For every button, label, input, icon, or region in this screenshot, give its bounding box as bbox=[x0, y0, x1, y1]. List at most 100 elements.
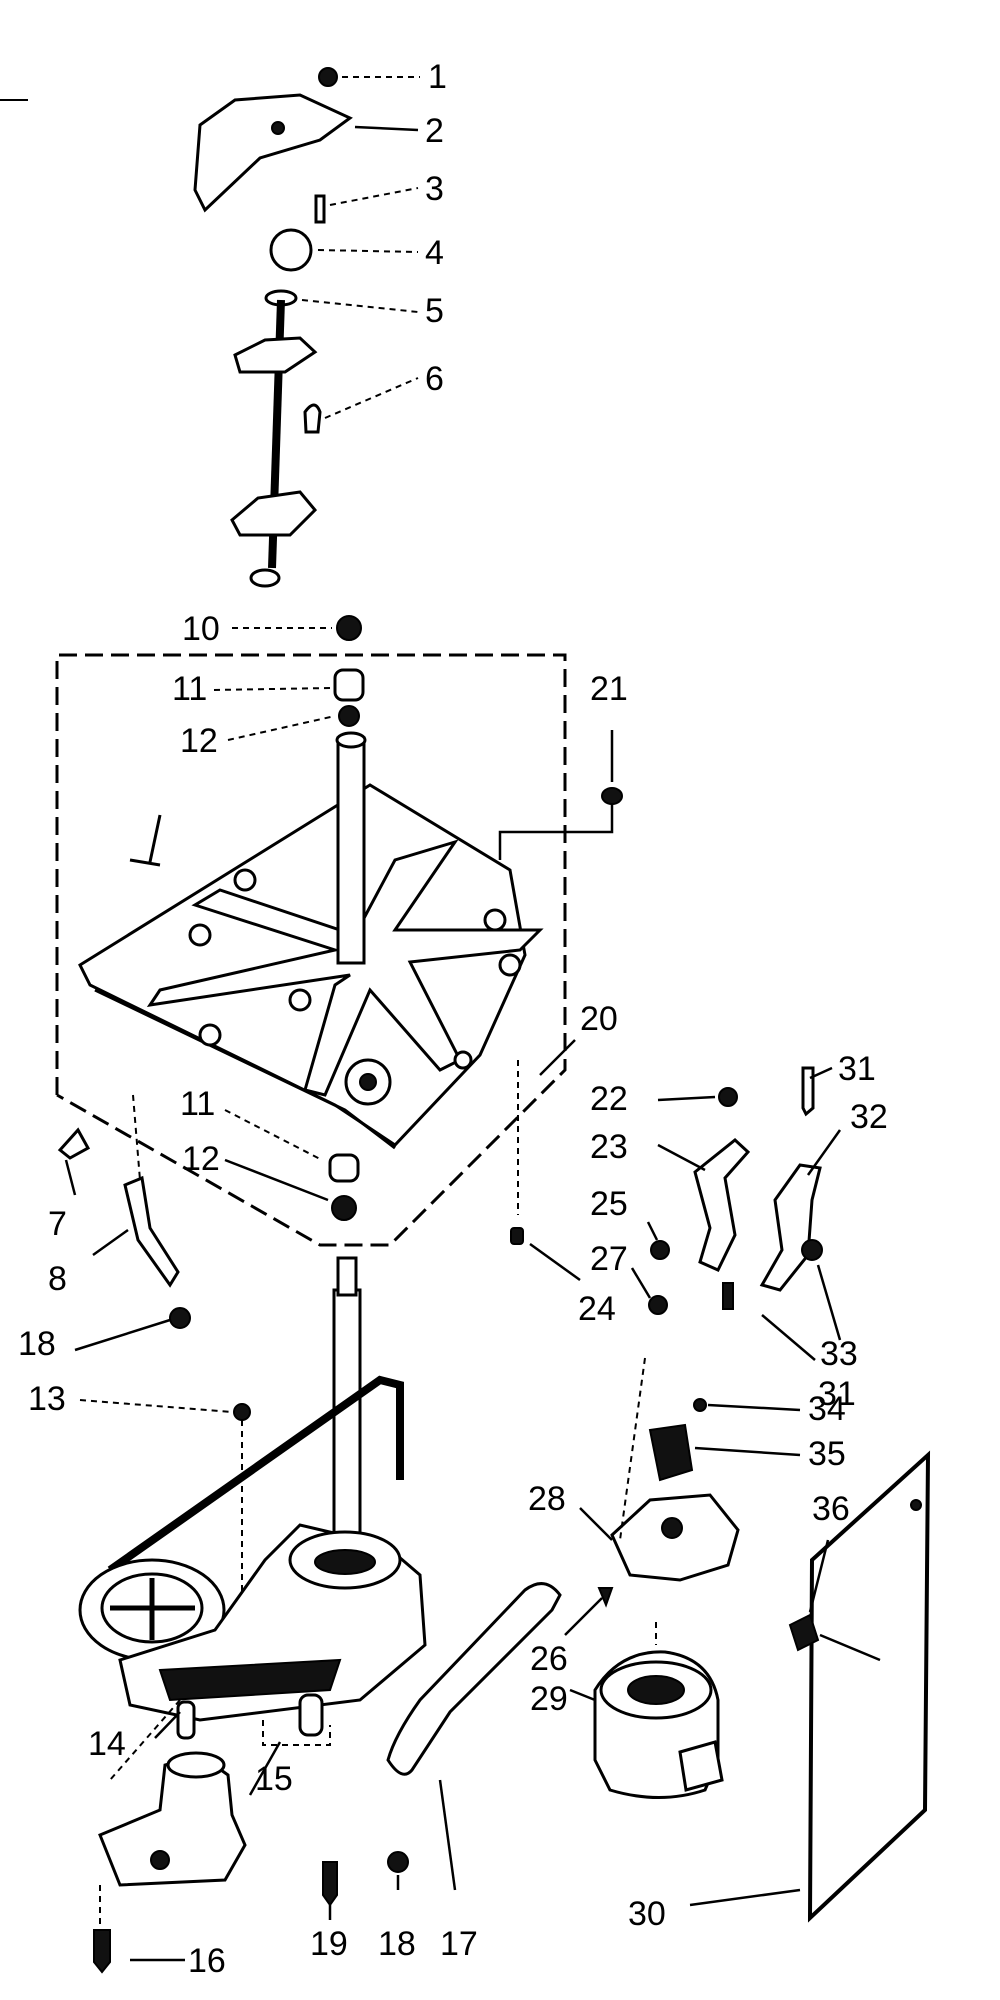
callout-10: 10 bbox=[182, 610, 220, 648]
part-22-nut bbox=[718, 1087, 738, 1107]
transmission-shaft bbox=[332, 1288, 362, 1552]
callout-5: 5 bbox=[425, 292, 444, 330]
callout-24: 24 bbox=[578, 1290, 616, 1328]
callout-16: 16 bbox=[188, 1942, 226, 1980]
callout-1: 1 bbox=[428, 58, 447, 96]
part-36-guide bbox=[819, 1633, 881, 1662]
callout-31-top: 31 bbox=[838, 1050, 876, 1088]
callout-12-bottom: 12 bbox=[182, 1140, 220, 1178]
part-2-bracket bbox=[193, 93, 353, 213]
callout-17: 17 bbox=[440, 1925, 478, 1963]
part-34-washer bbox=[693, 1398, 707, 1412]
callout-32: 32 bbox=[850, 1098, 888, 1136]
part-4-ring bbox=[269, 228, 313, 272]
callout-27: 27 bbox=[590, 1240, 628, 1278]
gearbox-hub-dark bbox=[314, 1549, 376, 1575]
part-30-panel-hole bbox=[910, 1499, 922, 1511]
part-1-nut bbox=[318, 67, 338, 87]
transmission-shaft-tip bbox=[336, 1256, 358, 1297]
part-15-guide bbox=[109, 1699, 181, 1781]
callout-3: 3 bbox=[425, 170, 444, 208]
callout-30: 30 bbox=[628, 1895, 666, 1933]
part-15-pump-top bbox=[166, 1751, 226, 1779]
part-2-hole bbox=[271, 121, 285, 135]
callout-29: 29 bbox=[530, 1680, 568, 1718]
callout-15: 15 bbox=[255, 1760, 293, 1798]
base-hole bbox=[288, 988, 312, 1012]
part-19-screw bbox=[322, 1861, 338, 1907]
gearbox-detail bbox=[158, 1658, 342, 1702]
callout-20: 20 bbox=[580, 1000, 618, 1038]
part-23-bracket bbox=[693, 1138, 751, 1272]
callout-33: 33 bbox=[820, 1335, 858, 1373]
callout-26: 26 bbox=[530, 1640, 568, 1678]
callout-12-top: 12 bbox=[180, 722, 218, 760]
part-21-pin bbox=[601, 787, 623, 805]
part-29-motor-tab bbox=[678, 1740, 724, 1792]
callout-numbers: 1 2 3 4 5 6 10 11 12 21 20 11 12 22 23 2… bbox=[18, 58, 888, 1980]
part-3-screw bbox=[314, 194, 326, 224]
gearbox-foot bbox=[298, 1693, 324, 1737]
callout-7: 7 bbox=[48, 1205, 67, 1243]
part-15-pump bbox=[98, 1753, 247, 1887]
gearbox-foot bbox=[176, 1700, 196, 1740]
callout-34: 34 bbox=[808, 1390, 846, 1428]
base-hole bbox=[198, 1023, 222, 1047]
leader-lines bbox=[64, 76, 842, 1962]
callout-18-left: 18 bbox=[18, 1325, 56, 1363]
part-5-base bbox=[249, 568, 281, 588]
part-10-nut bbox=[336, 615, 362, 641]
part-8-guide bbox=[132, 1094, 141, 1181]
part-35-bushing bbox=[648, 1423, 694, 1482]
base-star-hub bbox=[146, 839, 544, 1097]
callout-23: 23 bbox=[590, 1128, 628, 1166]
callout-21: 21 bbox=[590, 670, 628, 708]
base-hole bbox=[453, 1050, 473, 1070]
gearbox-dashed-bracket bbox=[262, 1720, 331, 1746]
part-28-cover-hole bbox=[661, 1517, 683, 1539]
part-8-strap bbox=[123, 1175, 180, 1288]
part-32-bracket bbox=[759, 1163, 822, 1292]
drive-belt bbox=[107, 1375, 404, 1574]
part-29-motor-top-inner bbox=[627, 1675, 685, 1705]
part-33-nut bbox=[801, 1239, 823, 1261]
part-28-guide bbox=[619, 1357, 646, 1541]
base-center-hole-inner bbox=[359, 1073, 377, 1091]
callout-11-top: 11 bbox=[172, 670, 207, 708]
part-18-nut-b bbox=[387, 1851, 409, 1873]
part-18-nut-a bbox=[169, 1307, 191, 1329]
part-30-panel bbox=[807, 1450, 931, 1923]
base-hole bbox=[498, 953, 522, 977]
part-21-leader-path bbox=[498, 804, 614, 860]
part-16-screw bbox=[93, 1929, 111, 1974]
base-plate-rim bbox=[94, 988, 396, 1150]
callout-2: 2 bbox=[425, 112, 444, 150]
part-5-lower-plate bbox=[230, 490, 318, 537]
part-17-hose bbox=[386, 1582, 562, 1776]
base-hole bbox=[483, 908, 507, 932]
base-hole bbox=[188, 923, 212, 947]
callout-6: 6 bbox=[425, 360, 444, 398]
base-mark bbox=[129, 814, 162, 867]
part-31-screw-a bbox=[801, 1066, 815, 1117]
assembly-frame bbox=[55, 653, 567, 1247]
callout-31-bottom: 31 bbox=[818, 1375, 856, 1413]
callout-28: 28 bbox=[528, 1480, 566, 1518]
callout-4: 4 bbox=[425, 234, 444, 272]
part-31-screw-b bbox=[722, 1282, 734, 1310]
part-12-washer-bottom bbox=[331, 1195, 357, 1221]
part-6-clip bbox=[303, 403, 322, 434]
center-post bbox=[336, 736, 366, 965]
part-25-nut bbox=[650, 1240, 670, 1260]
part-12-washer-top bbox=[338, 705, 360, 727]
callout-13: 13 bbox=[28, 1380, 66, 1418]
center-post-top bbox=[335, 731, 367, 749]
callout-25: 25 bbox=[590, 1185, 628, 1223]
callout-18-bottom: 18 bbox=[378, 1925, 416, 1963]
callout-8: 8 bbox=[48, 1260, 67, 1298]
part-11-bearing-bottom bbox=[328, 1153, 360, 1183]
base-hole bbox=[233, 868, 257, 892]
part-11-bearing-top bbox=[333, 668, 365, 702]
callout-22: 22 bbox=[590, 1080, 628, 1118]
